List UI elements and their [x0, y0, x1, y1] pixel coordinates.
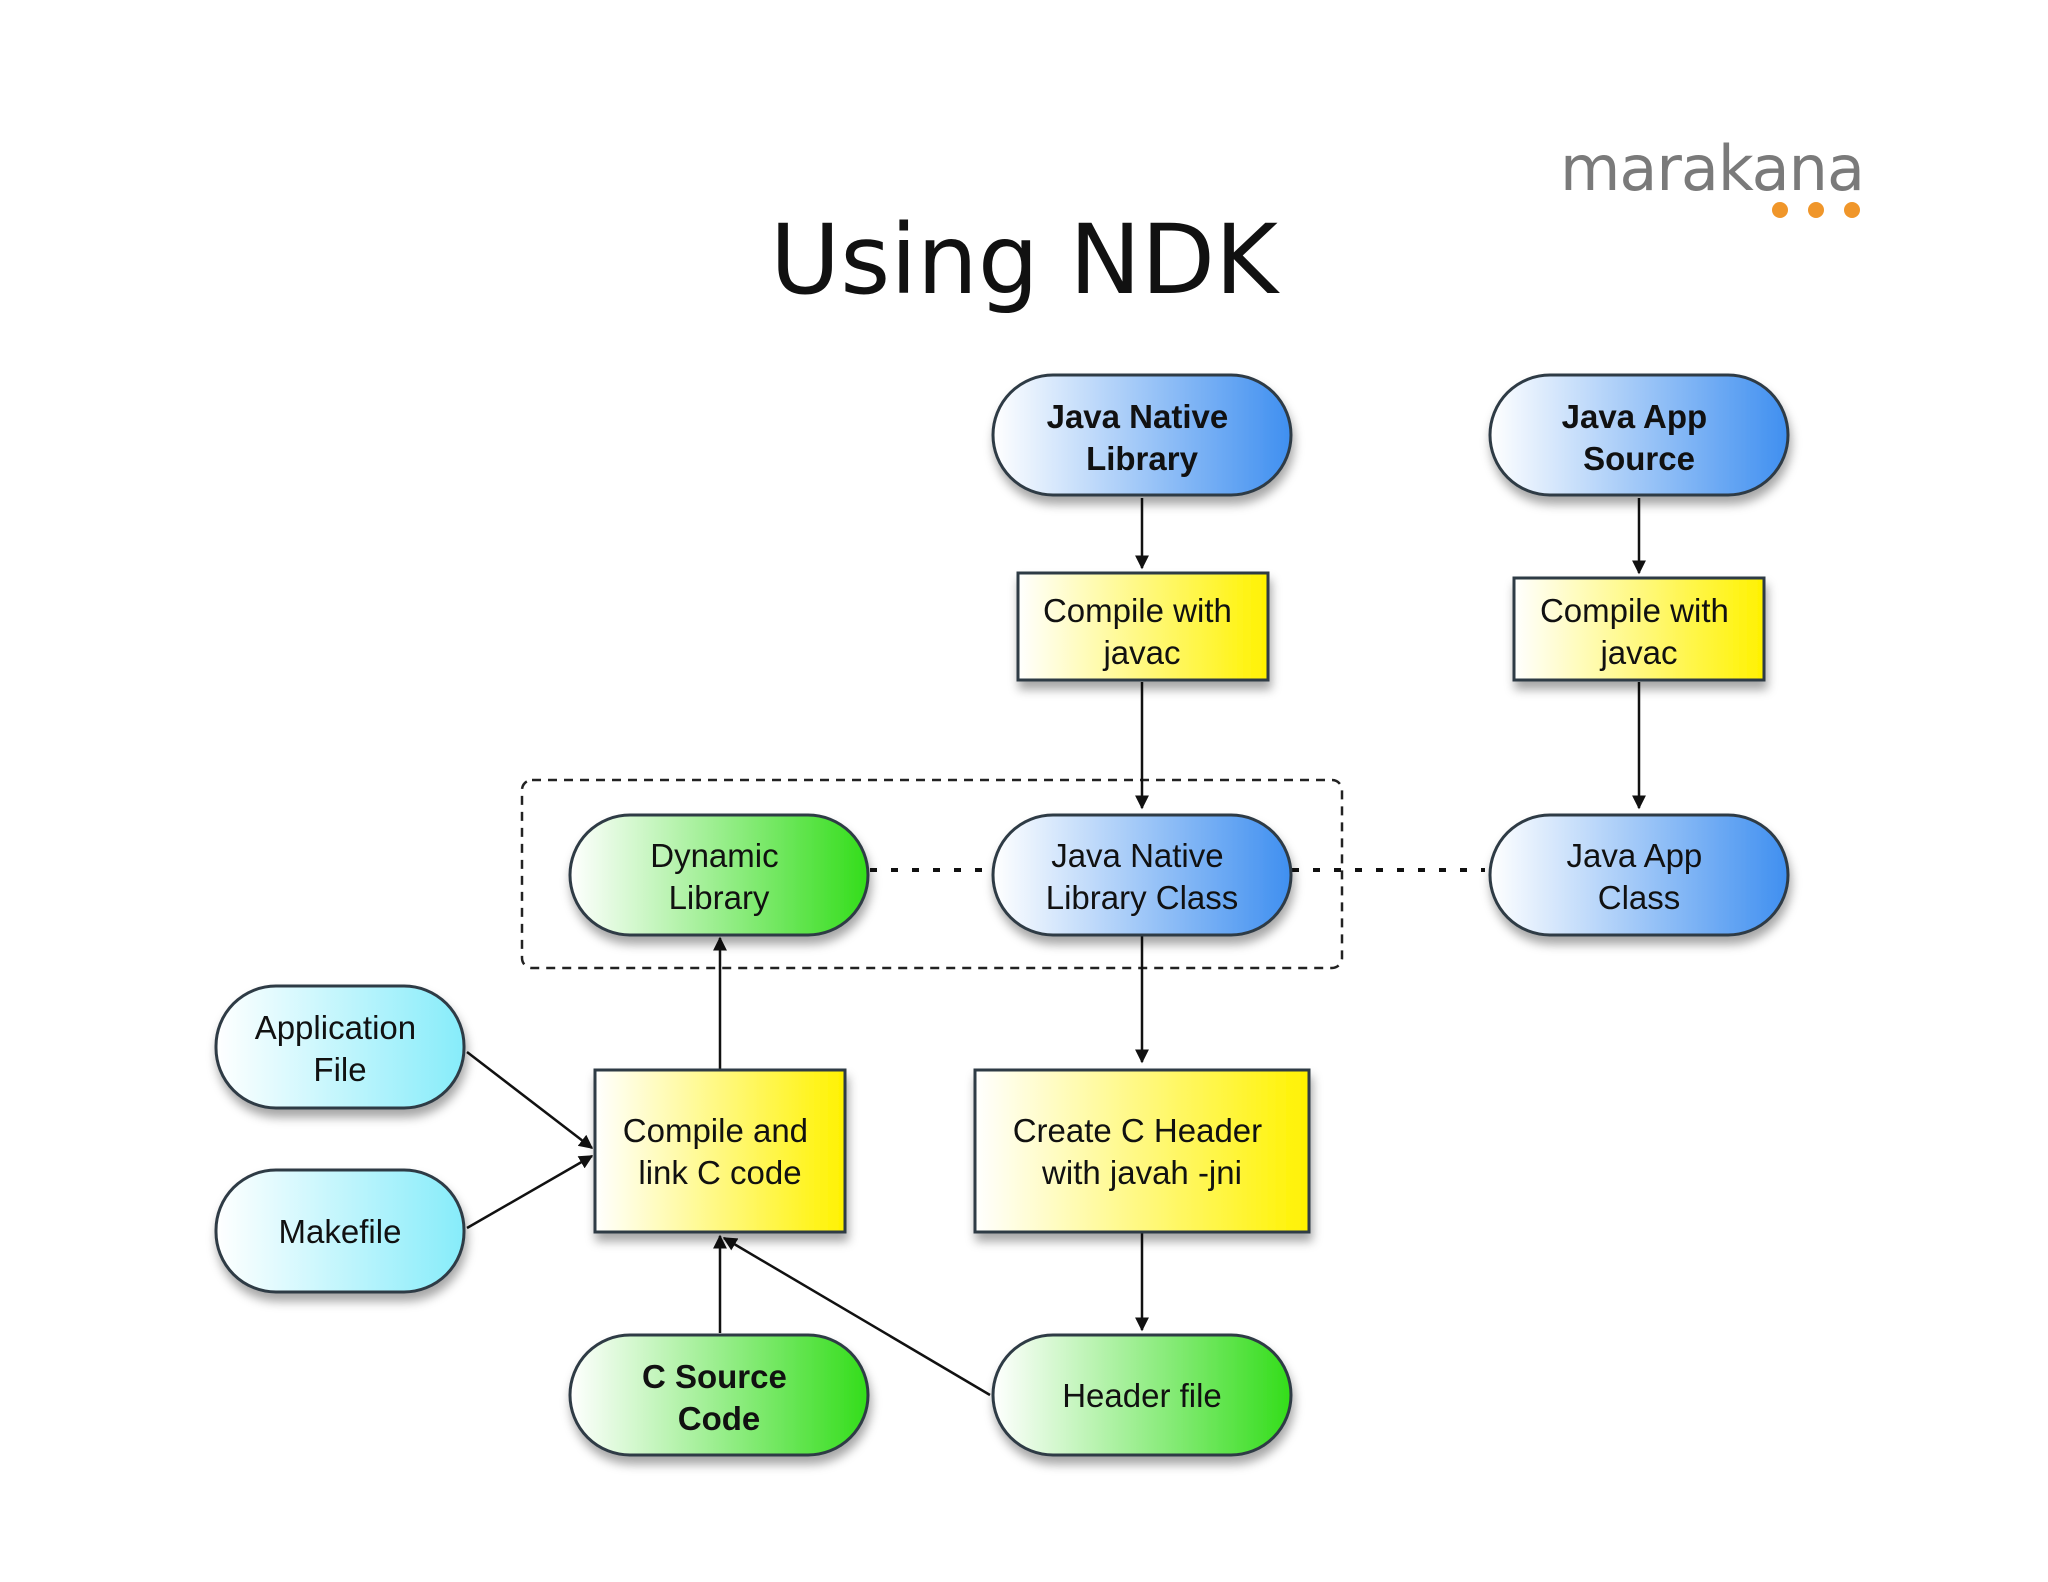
- label-java-native-library: Java Native Library: [1047, 398, 1238, 477]
- label-java-app-source: Java App Source: [1562, 398, 1717, 477]
- label-compile-link-c: Compile and link C code: [623, 1112, 817, 1191]
- arrow-makefile-to-compile-link: [466, 1154, 594, 1230]
- node-header-file: [991, 1333, 1293, 1457]
- node-compile-javac-native: [1016, 571, 1270, 682]
- label-makefile: Makefile: [279, 1213, 402, 1250]
- node-application-file: [214, 984, 466, 1110]
- logo-dot: [1844, 202, 1860, 218]
- node-compile-javac-app: [1512, 576, 1766, 682]
- label-compile-javac-app: Compile with javac: [1540, 592, 1738, 671]
- label-c-source-code: C Source Code: [642, 1358, 796, 1437]
- arrow-header-file-to-compile-link: [722, 1236, 991, 1397]
- node-makefile: [214, 1168, 466, 1294]
- logo-dot: [1808, 202, 1824, 218]
- label-header-file: Header file: [1062, 1377, 1222, 1414]
- logo-text: marakana: [1560, 132, 1865, 205]
- node-c-source-code: [568, 1333, 870, 1457]
- marakana-logo: marakana: [1560, 138, 1900, 228]
- node-dynamic-library: [568, 813, 870, 937]
- node-java-native-library: [991, 373, 1293, 497]
- slide-title: Using NDK: [770, 204, 1278, 316]
- node-java-app-class: [1488, 813, 1790, 937]
- arrow-application-file-to-compile-link: [466, 1051, 594, 1149]
- node-create-c-header: [973, 1068, 1311, 1234]
- node-java-app-source: [1488, 373, 1790, 497]
- node-compile-link-c: [593, 1068, 847, 1234]
- node-java-native-library-class: [991, 813, 1293, 937]
- label-compile-javac-native: Compile with javac: [1043, 592, 1241, 671]
- label-java-app-class: Java App Class: [1567, 837, 1712, 916]
- label-create-c-header: Create C Header with javah -jni: [1013, 1112, 1272, 1191]
- label-java-native-library-class: Java Native Library Class: [1046, 837, 1239, 916]
- logo-dot: [1772, 202, 1788, 218]
- group-boundary: [520, 778, 1344, 970]
- label-application-file: Application File: [255, 1009, 426, 1088]
- label-dynamic-library: Dynamic Library: [650, 837, 788, 916]
